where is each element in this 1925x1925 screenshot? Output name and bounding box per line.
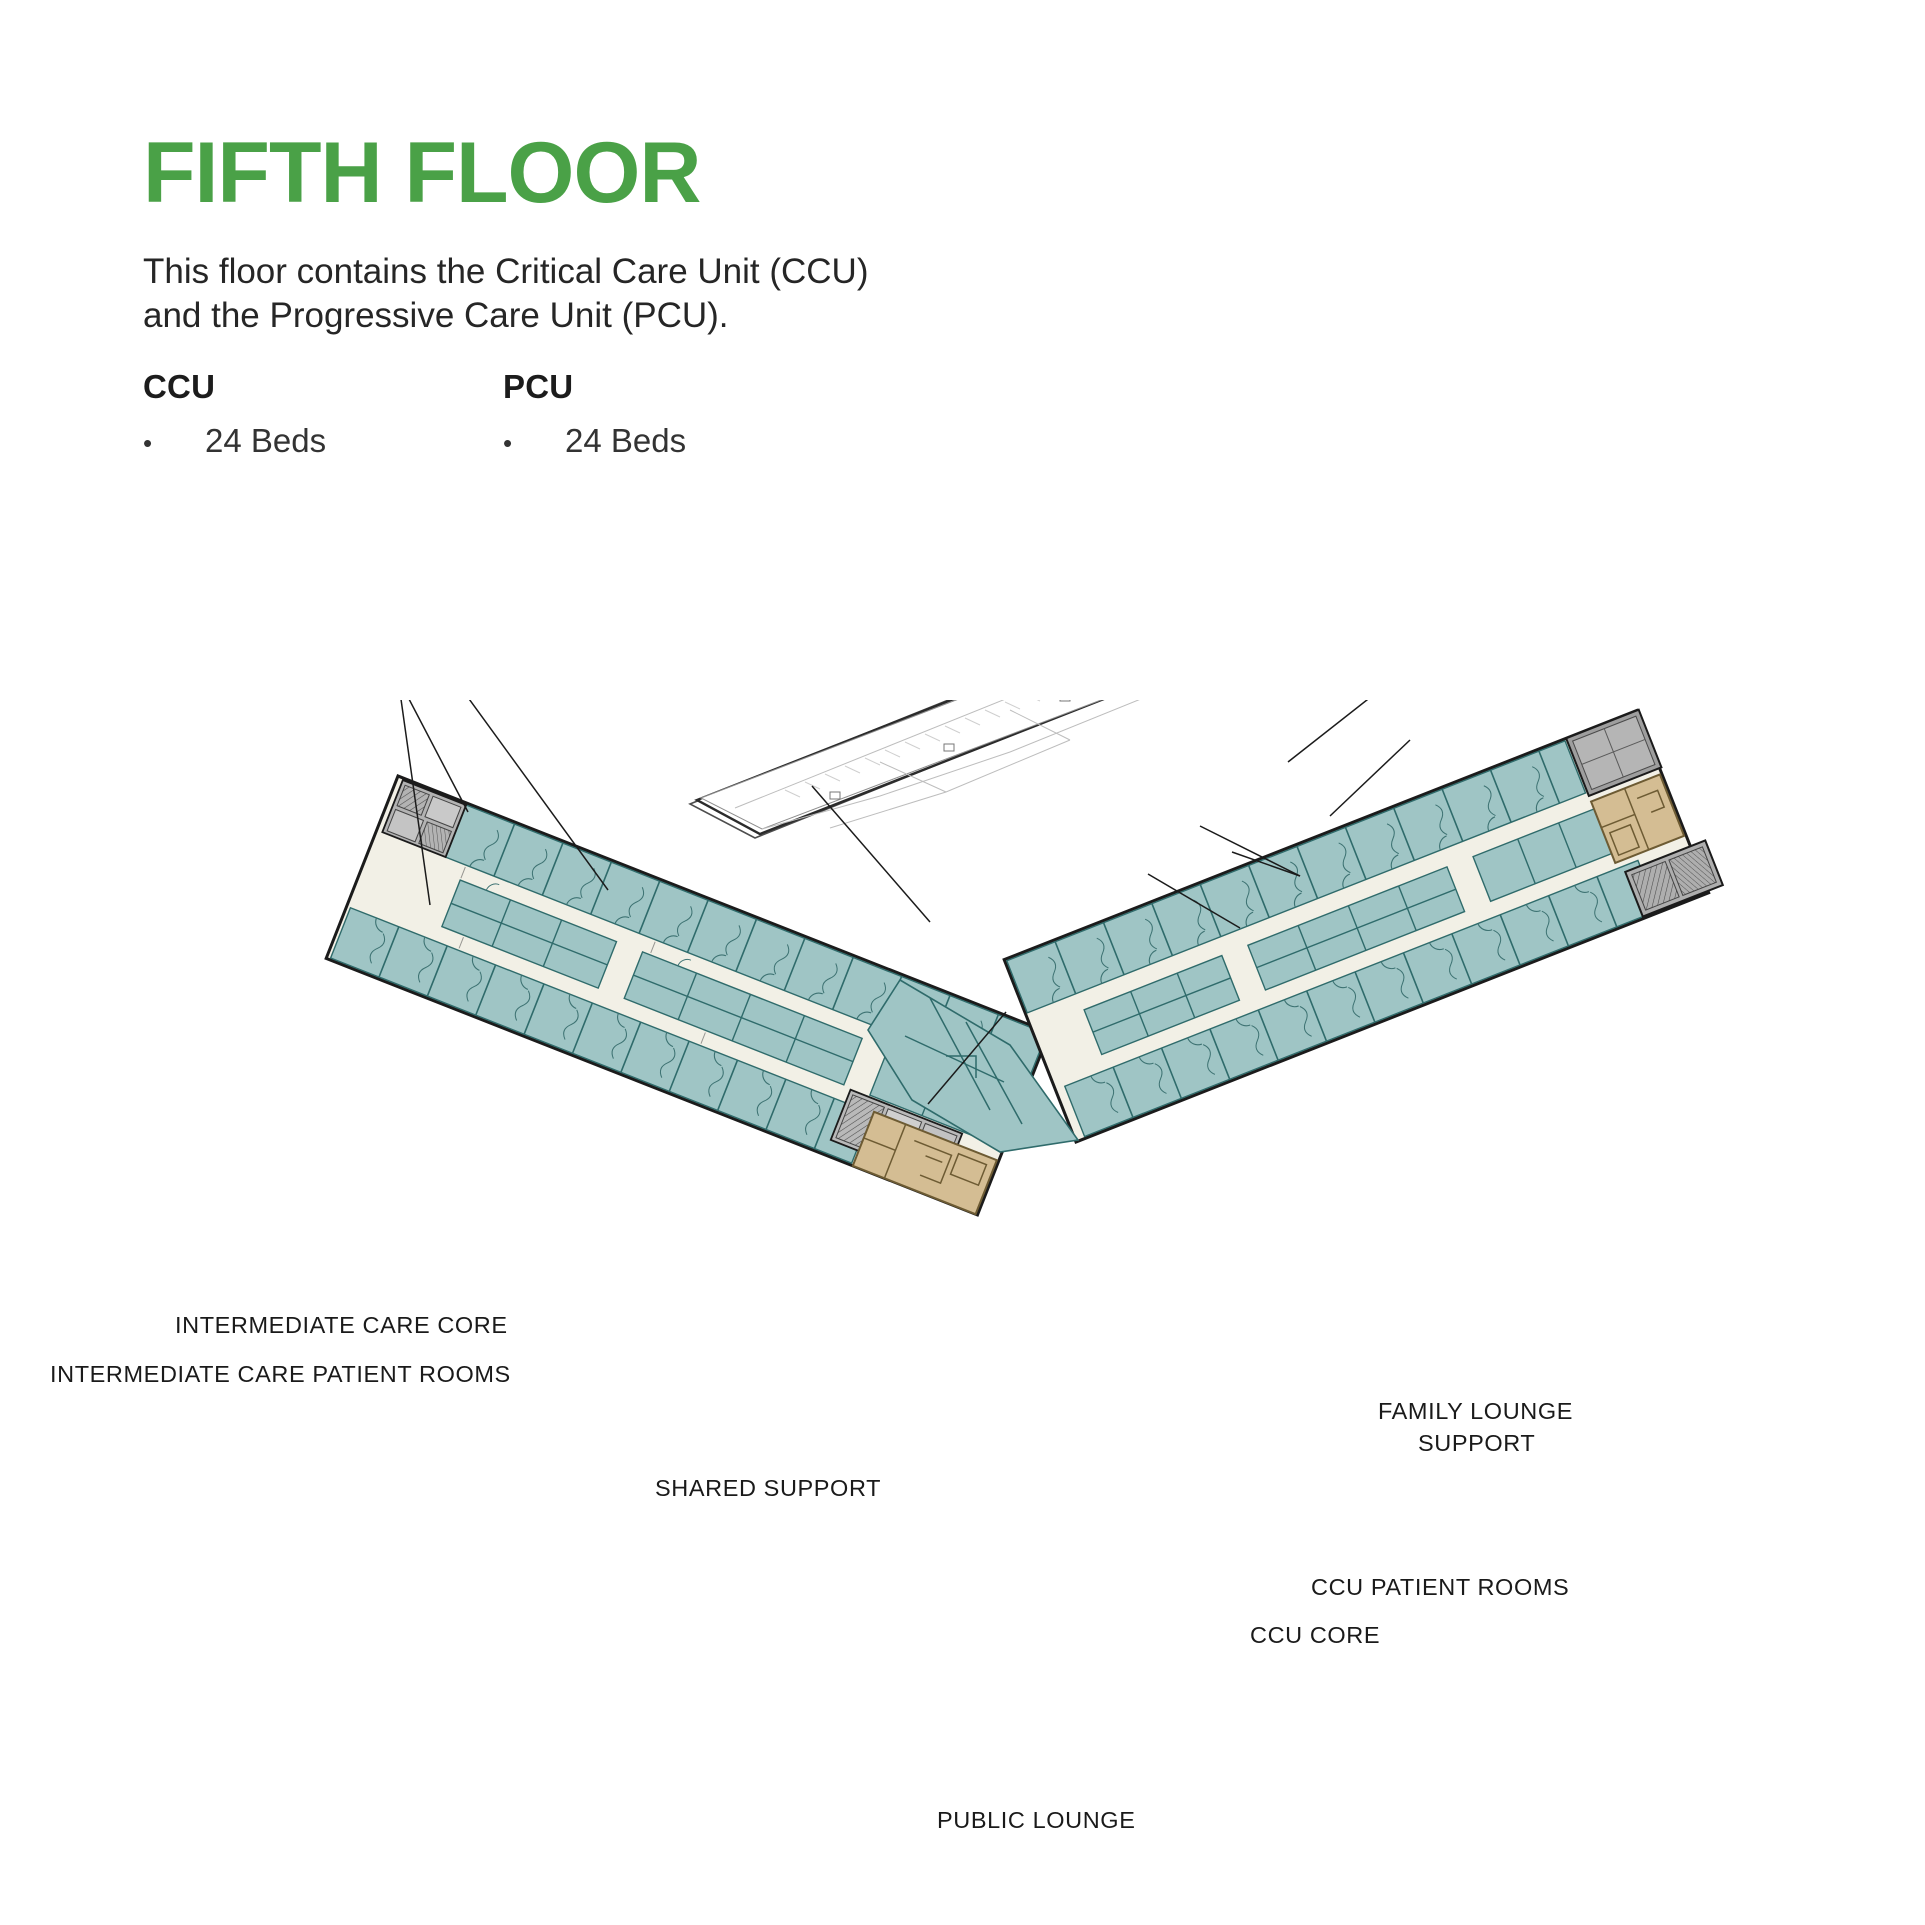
ccu-patient-rooms-band-inner	[1063, 859, 1659, 1138]
callout-ccu-patient-rooms: CCU PATIENT ROOMS	[1311, 1574, 1570, 1600]
callout-public-lounge: PUBLIC LOUNGE	[937, 1807, 1136, 1833]
support-zone	[1564, 708, 1663, 798]
left-wing-service-core	[381, 778, 468, 859]
unit-ccu-beds: 24 Beds	[205, 422, 327, 460]
intermediate-care-patient-rooms-band-lower	[329, 906, 873, 1165]
intro-line-2: and the Progressive Care Unit (PCU).	[143, 296, 729, 336]
unit-pcu-beds: 24 Beds	[565, 422, 687, 460]
roof-terrace-plate	[694, 700, 1140, 836]
callout-support: SUPPORT	[1418, 1430, 1536, 1456]
left-wing	[324, 774, 1052, 1217]
ccu-patient-rooms-band-outer	[1005, 739, 1587, 1014]
shared-support-vertex	[867, 978, 1080, 1153]
header-block: FIFTH FLOOR This floor contains the Crit…	[143, 130, 1243, 460]
unit-ccu-name: CCU	[143, 368, 216, 406]
unit-pcu: PCU • 24 Beds	[503, 368, 863, 460]
callout-ccu-core: CCU CORE	[1250, 1622, 1381, 1648]
page-title: FIFTH FLOOR	[143, 125, 701, 221]
unit-ccu: CCU • 24 Beds	[143, 368, 503, 460]
unit-summary-list: CCU • 24 Beds PCU • 24 Beds	[143, 368, 1243, 460]
callout-leader-lines	[400, 700, 1411, 1105]
right-wing	[1002, 708, 1725, 1144]
unit-ccu-row: • 24 Beds	[143, 422, 503, 460]
callout-family-lounge: FAMILY LOUNGE	[1378, 1398, 1573, 1424]
intro-paragraph: This floor contains the Critical Care Un…	[143, 250, 1153, 338]
callout-intermediate-care-core: INTERMEDIATE CARE CORE	[175, 1312, 508, 1338]
right-wing-stair-core	[1623, 839, 1725, 918]
floor-plan-diagram: INTERMEDIATE CARE CORE INTERMEDIATE CARE…	[0, 700, 1925, 1833]
roof-structure-lines	[734, 700, 1140, 830]
floor-plan-svg	[324, 700, 1725, 1217]
bullet-icon: •	[503, 428, 513, 459]
callout-shared-support: SHARED SUPPORT	[655, 1475, 882, 1501]
callout-intermediate-care-patient-rooms: INTERMEDIATE CARE PATIENT ROOMS	[50, 1361, 511, 1387]
public-lounge-zone	[851, 1110, 999, 1216]
family-lounge-zone	[1589, 773, 1686, 865]
unit-pcu-row: • 24 Beds	[503, 422, 863, 460]
bullet-icon: •	[143, 428, 153, 459]
unit-pcu-name: PCU	[503, 368, 574, 406]
ccu-core-band	[1083, 808, 1613, 1056]
intro-line-1: This floor contains the Critical Care Un…	[143, 252, 869, 291]
